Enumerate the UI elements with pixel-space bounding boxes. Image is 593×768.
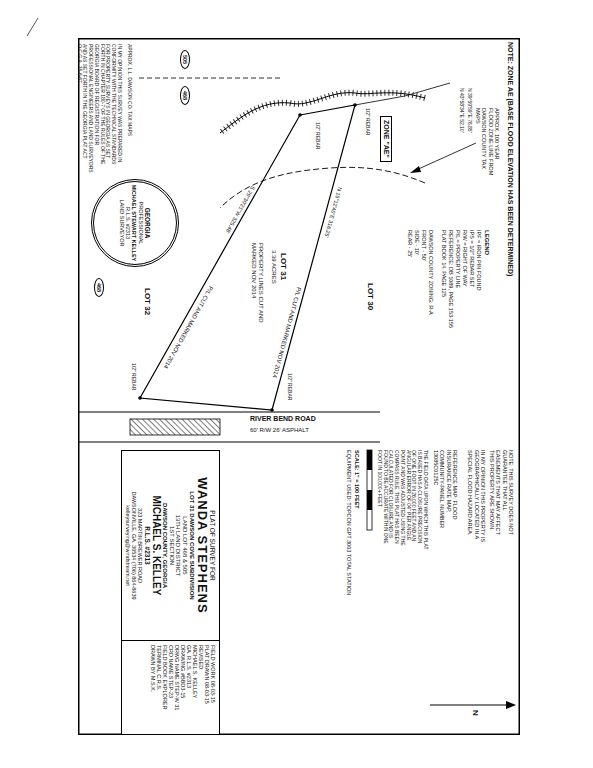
- road-width: 60' R/W 26' ASPHALT: [250, 427, 309, 434]
- title-text: DAWSON COUNTY, GEORGIA: [162, 455, 169, 636]
- drawing-info: DRWG NAME STEP-W 31: [174, 645, 180, 730]
- rebar-marker: [270, 408, 274, 412]
- title-text: 1ST SECTION: [168, 455, 175, 636]
- corner-label: 1/2" REBAR: [364, 108, 370, 135]
- land-lot-line: [136, 78, 280, 79]
- creek-hatch: [220, 93, 425, 133]
- creek-line: [220, 93, 425, 133]
- asphalt-hatch: [130, 419, 220, 435]
- land-lot-number: 468: [182, 91, 188, 100]
- road-edge: [79, 442, 380, 443]
- land-lot-oval: 468: [180, 86, 190, 105]
- land-lot-oval: 468: [94, 278, 104, 297]
- zoning-note: REAR - 25': [407, 230, 413, 257]
- drawing-info: REVISED: [198, 645, 204, 730]
- title-text: 323 MARTIN BREWER ROAD: [137, 455, 143, 636]
- title-text: WANDA STEPHENS: [195, 455, 209, 636]
- drawing-info: PLAT DRAWN 08-03-15: [204, 645, 210, 730]
- survey-note: NOTE: THIS SURVEY DOES NOT GUARANTEE THA…: [489, 450, 514, 545]
- title-text: LOT 31 DAWSON COVE SUBDIVISION: [188, 455, 195, 636]
- seal-text: MICHAEL STEWART KELLEY: [131, 185, 137, 262]
- bearing: N 39°59'59"E 76.85': [466, 88, 472, 133]
- title-text: kelleysurveying@windstream.net: [125, 455, 131, 636]
- title-text: DAWSONVILLE, GA. 30534 (706) 864-8639: [131, 455, 137, 636]
- seal-text: LAND SURVEYOR: [119, 200, 125, 247]
- line-note: P/L CUT AND MARKED NOV 2014: [162, 285, 214, 370]
- drawing-info: FIELD WORK 08-03-15: [210, 645, 216, 730]
- zone-label-box: ZONE "AE": [380, 116, 392, 162]
- drawing-info: FIELD BOOK EXPLORER: [162, 645, 168, 730]
- scale-block: [367, 490, 372, 510]
- drawing-info: DRAWN BY M.S.K.: [149, 645, 155, 730]
- lot-area: 3.39 ACRES: [270, 250, 277, 284]
- north-arrow: [430, 705, 510, 706]
- leader-head: [410, 166, 421, 173]
- corner-label: 1/2" REBAR: [130, 363, 136, 390]
- map-note: APPROX. L.L. DAWSON CO. TAX MAPS: [126, 44, 132, 136]
- lot-name: LOT 32: [143, 288, 152, 315]
- survey-note: REFERENCE MAP: FLOOD INSURANCE RATE MAP,…: [433, 450, 458, 545]
- lot-name: LOT 31: [279, 253, 288, 280]
- closure-note: THE FIELD DATA UPON WHICH THIS PLAT IS B…: [376, 450, 428, 550]
- lot-name: LOT 30: [366, 283, 375, 310]
- land-lot-oval: 505: [180, 50, 190, 69]
- survey-note: PROPERTY LINES CUT AND MARKED NOV 2014: [250, 243, 264, 335]
- corner-label: 1/2" REBAR: [286, 373, 292, 400]
- rebar-marker: [353, 103, 357, 107]
- reference: PLAT BOOK 14, PAGE 125: [441, 230, 447, 297]
- zoning-note: FRONT - 50': [421, 230, 427, 261]
- pen-stroke: [27, 18, 38, 36]
- drawing-info: MICHAEL S. KELLEY: [192, 645, 198, 730]
- road-name: RIVER BEND ROAD: [250, 415, 316, 423]
- lot-boundary: [140, 105, 355, 410]
- drawing-info: TERMINAL C.R.S.: [156, 645, 162, 730]
- corner-label: 1/2" REBAR: [314, 122, 320, 149]
- title-column: FIELD WORK 08-03-15PLAT DRAWN 08-03-15RE…: [122, 641, 219, 734]
- seal-text: GEORGIA: [144, 208, 151, 239]
- seal-text: R.L.S. #2313: [125, 207, 131, 239]
- drawing-info: CRD NAME STEP-23: [168, 645, 174, 730]
- north-label: N: [471, 710, 480, 716]
- land-lot-number: 505: [182, 55, 188, 64]
- title-text: PLAT OF SURVEY FOR: [209, 455, 216, 636]
- scale-block: [367, 450, 372, 470]
- rebar-marker: [298, 113, 302, 117]
- legend-item: IPS = 1/2" REBAR SET: [469, 230, 475, 287]
- drawing-info: GA. R.L.S. #2313: [186, 645, 192, 730]
- flood-note: APPROX. 100 YEAR FLOOD ZONE LINE FROM DA…: [475, 108, 500, 180]
- north-arrow-head: [506, 701, 516, 709]
- drawing-info: DRAWING #BBD3-15: [180, 645, 186, 730]
- legend-item: R/W = RIGHT OF WAY: [462, 230, 468, 287]
- land-lot-number: 468: [96, 283, 102, 292]
- surveyor-seal: GEORGIAPROFESSIONALMICHAEL STEWART KELLE…: [91, 179, 179, 267]
- line-note: P/L CUT AND MARKED NOV 2014: [271, 286, 302, 378]
- legend-item: IPF = IRON PIN FOUND: [476, 230, 482, 290]
- title-text: R.L.S. #2313: [143, 455, 150, 636]
- certification: IN MY OPINION THIS SURVEY WAS PREPARED I…: [76, 44, 122, 174]
- title-text: 13TH LAND DISTRICT: [175, 455, 182, 636]
- equipment-note: EQUIPMENT USED: TOPCON GPT 3003 TOTAL ST…: [346, 450, 352, 595]
- scale-label: SCALE: 1" = 100 FEET: [354, 450, 360, 509]
- zone-label: ZONE "AE": [382, 120, 390, 158]
- sheet-frame: [79, 39, 520, 735]
- title-block: PLAT OF SURVEY FORWANDA STEPHENSLOT 31 D…: [121, 450, 220, 735]
- zoning-note: DAWSON COUNTY ZONING: R-A: [428, 230, 434, 315]
- flood-leader: [414, 143, 476, 171]
- scale-bar: [367, 450, 372, 530]
- seal-text: PROFESSIONAL: [137, 202, 143, 245]
- plat-sheet: PLAT OF SURVEY FORWANDA STEPHENSLOT 31 D…: [78, 38, 520, 735]
- legend-heading: LEGEND: [483, 230, 490, 255]
- survey-note: IN MY OPINION THIS PROPERTY IS GEOGRAPHI…: [467, 450, 486, 545]
- title-text: MICHAEL S. KELLEY: [151, 455, 162, 636]
- bearing: N 43°58'34"E 52.10': [458, 88, 464, 133]
- reference: REFERENCE: DB 1089, PAGE 153-155: [448, 230, 454, 328]
- title-text: LAND LOT 468 & 505: [181, 455, 188, 636]
- rebar-marker: [138, 396, 142, 400]
- zoning-note: SIDE - 10': [414, 230, 420, 255]
- title-column: PLAT OF SURVEY FORWANDA STEPHENSLOT 31 D…: [122, 451, 219, 641]
- road-edge: [79, 412, 380, 413]
- flood-note: NOTE: ZONE AE (BASE FLOOD ELEVATION HAS …: [506, 42, 514, 276]
- legend-item: P/L = PROPERTY LINE: [455, 230, 461, 288]
